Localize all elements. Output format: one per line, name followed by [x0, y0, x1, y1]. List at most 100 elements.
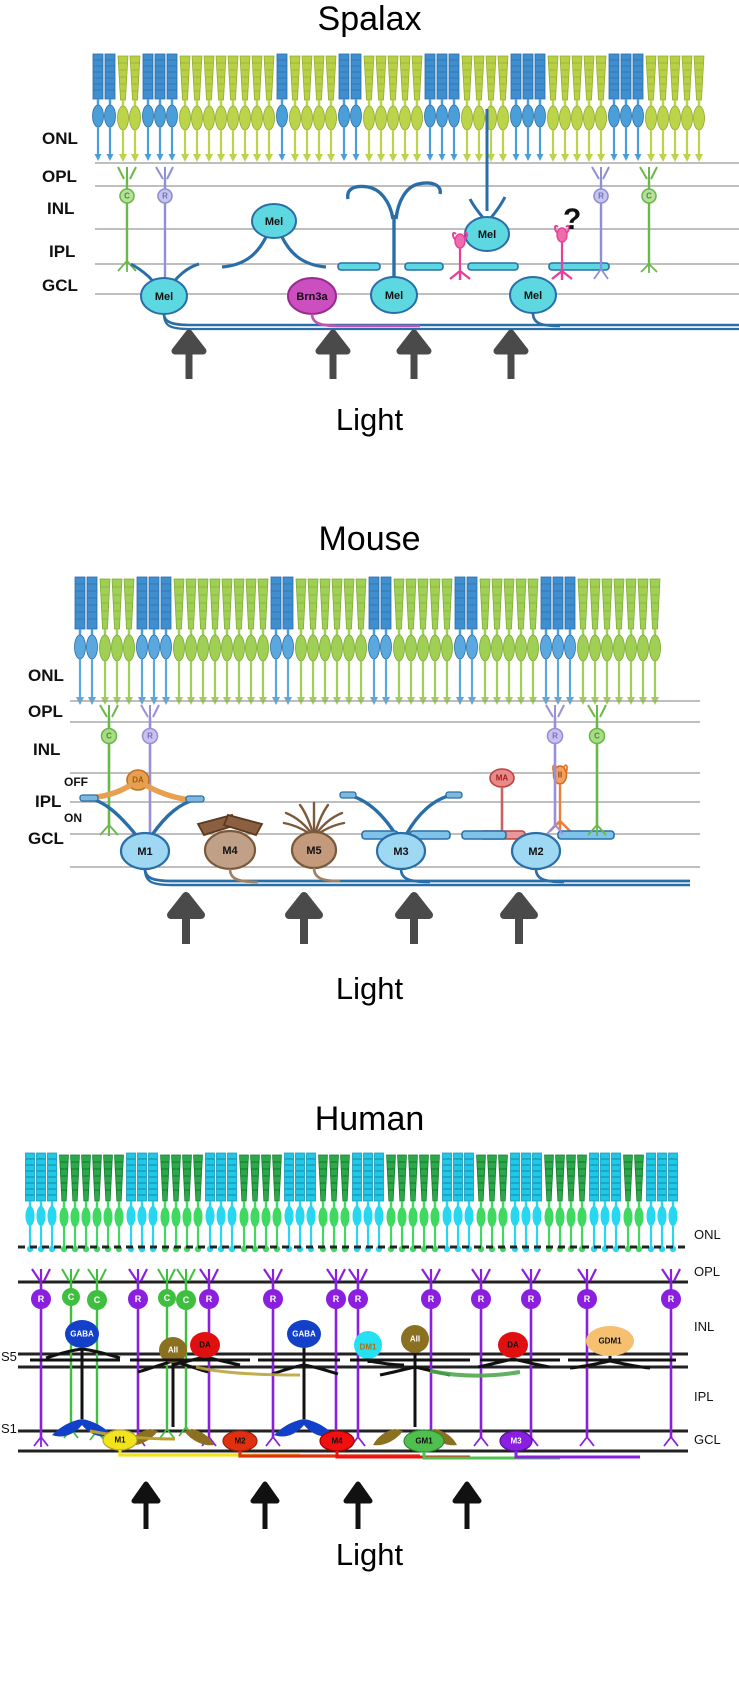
- layer-label-gcl: GCL: [42, 276, 78, 295]
- bipolar-cell-cone-left-mouse: C: [99, 704, 119, 836]
- bipolar-label: C: [183, 1295, 190, 1305]
- bipolar-label: R: [668, 1294, 675, 1304]
- amacrine-cells-human: GABA AII DA: [45, 1320, 651, 1446]
- bipolar-cell: R: [577, 1268, 597, 1447]
- light-arrow: [171, 329, 207, 379]
- light-label-mouse: Light: [335, 971, 404, 1006]
- gcl-cell-m3: M3: [339, 791, 463, 884]
- gcl-cell-m5: M5: [282, 801, 346, 883]
- bipolar-label: R: [584, 1294, 591, 1304]
- sublamina-label-s1: S1: [1, 1421, 17, 1436]
- sublamina-label-s5: S5: [1, 1349, 17, 1364]
- layer-label-ipl: IPL: [694, 1389, 714, 1404]
- photoreceptor-mosaic-spalax: [91, 52, 706, 164]
- bipolar-cell: R: [471, 1268, 491, 1447]
- amacrine-cell-gaba-2: GABA: [271, 1320, 339, 1437]
- gcl-cell-label: M2: [528, 846, 543, 858]
- layer-label-gcl: GCL: [28, 829, 64, 848]
- melanopsin-rgc-3: Mel: [467, 262, 610, 328]
- amacrine-label: GABA: [292, 1330, 316, 1339]
- layer-labels-human: ONL OPL INL IPL GCL S5 S1: [1, 1227, 721, 1447]
- amacrine-cell-aii-2: AII: [373, 1325, 457, 1446]
- amacrine-cell-gaba-1: GABA: [45, 1320, 121, 1437]
- gcl-label: GM1: [415, 1437, 433, 1446]
- bipolar-cell-rod-right: R: [591, 166, 610, 280]
- amacrine-cell-magenta-2: [551, 224, 573, 280]
- inl-cell-label: Mel: [265, 216, 283, 228]
- amacrine-cell-da-2: DA: [477, 1332, 551, 1369]
- bipolar-cell: C: [87, 1268, 107, 1441]
- layer-label-opl: OPL: [42, 167, 77, 186]
- light-label-spalax: Light: [335, 402, 404, 437]
- bipolar-cell-cone-right-mouse: C: [587, 704, 607, 836]
- bipolar-label: R: [528, 1294, 535, 1304]
- melanopsin-rgc-1: Mel: [130, 262, 739, 331]
- melanopsin-rgc-2: Mel: [337, 181, 444, 314]
- gcl-label: M1: [114, 1436, 126, 1445]
- inl-cell-label: II: [558, 771, 562, 780]
- panel-spalax: Spalax: [0, 0, 739, 480]
- bipolar-cell-rod-left-mouse: R: [140, 704, 160, 841]
- gcl-cell-label: M5: [306, 845, 321, 857]
- amacrine-cell-magenta-1: [449, 231, 471, 280]
- amacrine-label: AII: [410, 1335, 420, 1344]
- gcl-cell-m4: M4: [319, 1430, 470, 1459]
- gcl-cell-label: M3: [393, 846, 408, 858]
- inl-cell-label: C: [594, 732, 600, 741]
- amacrine-cell-ma: MA: [479, 768, 526, 840]
- amacrine-label: DA: [507, 1341, 519, 1350]
- gcl-label: M3: [510, 1437, 522, 1446]
- inl-cell-label: R: [162, 192, 168, 201]
- gcl-cells-human: M1 M2 M4 GM1: [89, 1429, 640, 1460]
- layer-labels-mouse: ONL OPL INL IPL GCL OFF ON: [28, 666, 88, 848]
- amacrine-cell-ii: II: [549, 764, 571, 832]
- inl-cell-label: R: [147, 732, 153, 741]
- amacrine-cell-gdm1: GDM1: [569, 1326, 651, 1370]
- bipolar-cell: R: [263, 1268, 283, 1447]
- layer-label-onl: ONL: [28, 666, 64, 685]
- bipolar-label: R: [333, 1294, 340, 1304]
- gcl-cell-label: Mel: [385, 290, 403, 302]
- inl-cell-label: DA: [132, 776, 144, 785]
- amacrine-label: DA: [199, 1341, 211, 1350]
- inl-cell-label: C: [646, 192, 652, 201]
- diagram-human: ONL OPL INL IPL GCL S5 S1 R C C R C C R …: [0, 1139, 739, 1539]
- light-label-human: Light: [335, 1537, 404, 1572]
- gcl-cell-label: M4: [222, 845, 238, 857]
- light-arrow: [250, 1481, 280, 1529]
- bipolar-label: R: [206, 1294, 213, 1304]
- panel-mouse: Mouse: [0, 520, 739, 1060]
- light-arrow: [452, 1481, 482, 1529]
- bipolar-label: R: [428, 1294, 435, 1304]
- light-arrow: [315, 329, 351, 379]
- diagram-mouse: ONL OPL INL IPL GCL OFF ON C R: [0, 559, 739, 959]
- light-arrows-mouse: [167, 892, 538, 944]
- inl-cell-label: R: [598, 192, 604, 201]
- bipolar-cell: R: [326, 1268, 346, 1447]
- bipolar-cells-human: R C C R C C R R R R R R R R R: [31, 1268, 681, 1447]
- light-arrow: [285, 892, 323, 944]
- inl-cell-label: Mel: [478, 229, 496, 241]
- photoreceptor-mosaic-human: [24, 1151, 679, 1254]
- gcl-label: M4: [331, 1437, 343, 1446]
- bipolar-label: R: [38, 1294, 45, 1304]
- light-arrow: [343, 1481, 373, 1529]
- melanopsin-displaced-inl-2: Mel: [464, 109, 510, 252]
- light-arrow: [167, 892, 205, 944]
- bipolar-label: R: [478, 1294, 485, 1304]
- bipolar-label: R: [270, 1294, 277, 1304]
- bipolar-cell: R: [421, 1268, 441, 1447]
- bipolar-label: C: [68, 1292, 75, 1302]
- light-arrow: [131, 1481, 161, 1529]
- layer-labels-spalax: ONL OPL INL IPL GCL: [42, 129, 78, 295]
- panel-title-spalax: Spalax: [317, 0, 422, 38]
- gcl-cell-m3: M3: [499, 1430, 640, 1459]
- bipolar-label: C: [94, 1295, 101, 1305]
- amacrine-cell-da: DA: [85, 769, 196, 803]
- light-arrow: [396, 329, 432, 379]
- gcl-cell-m1: M1: [119, 831, 690, 887]
- amacrine-label: GDM1: [598, 1337, 622, 1346]
- annotation-question-mark: ?: [563, 203, 581, 236]
- panel-title-mouse: Mouse: [318, 520, 421, 558]
- gcl-label: M2: [234, 1437, 246, 1446]
